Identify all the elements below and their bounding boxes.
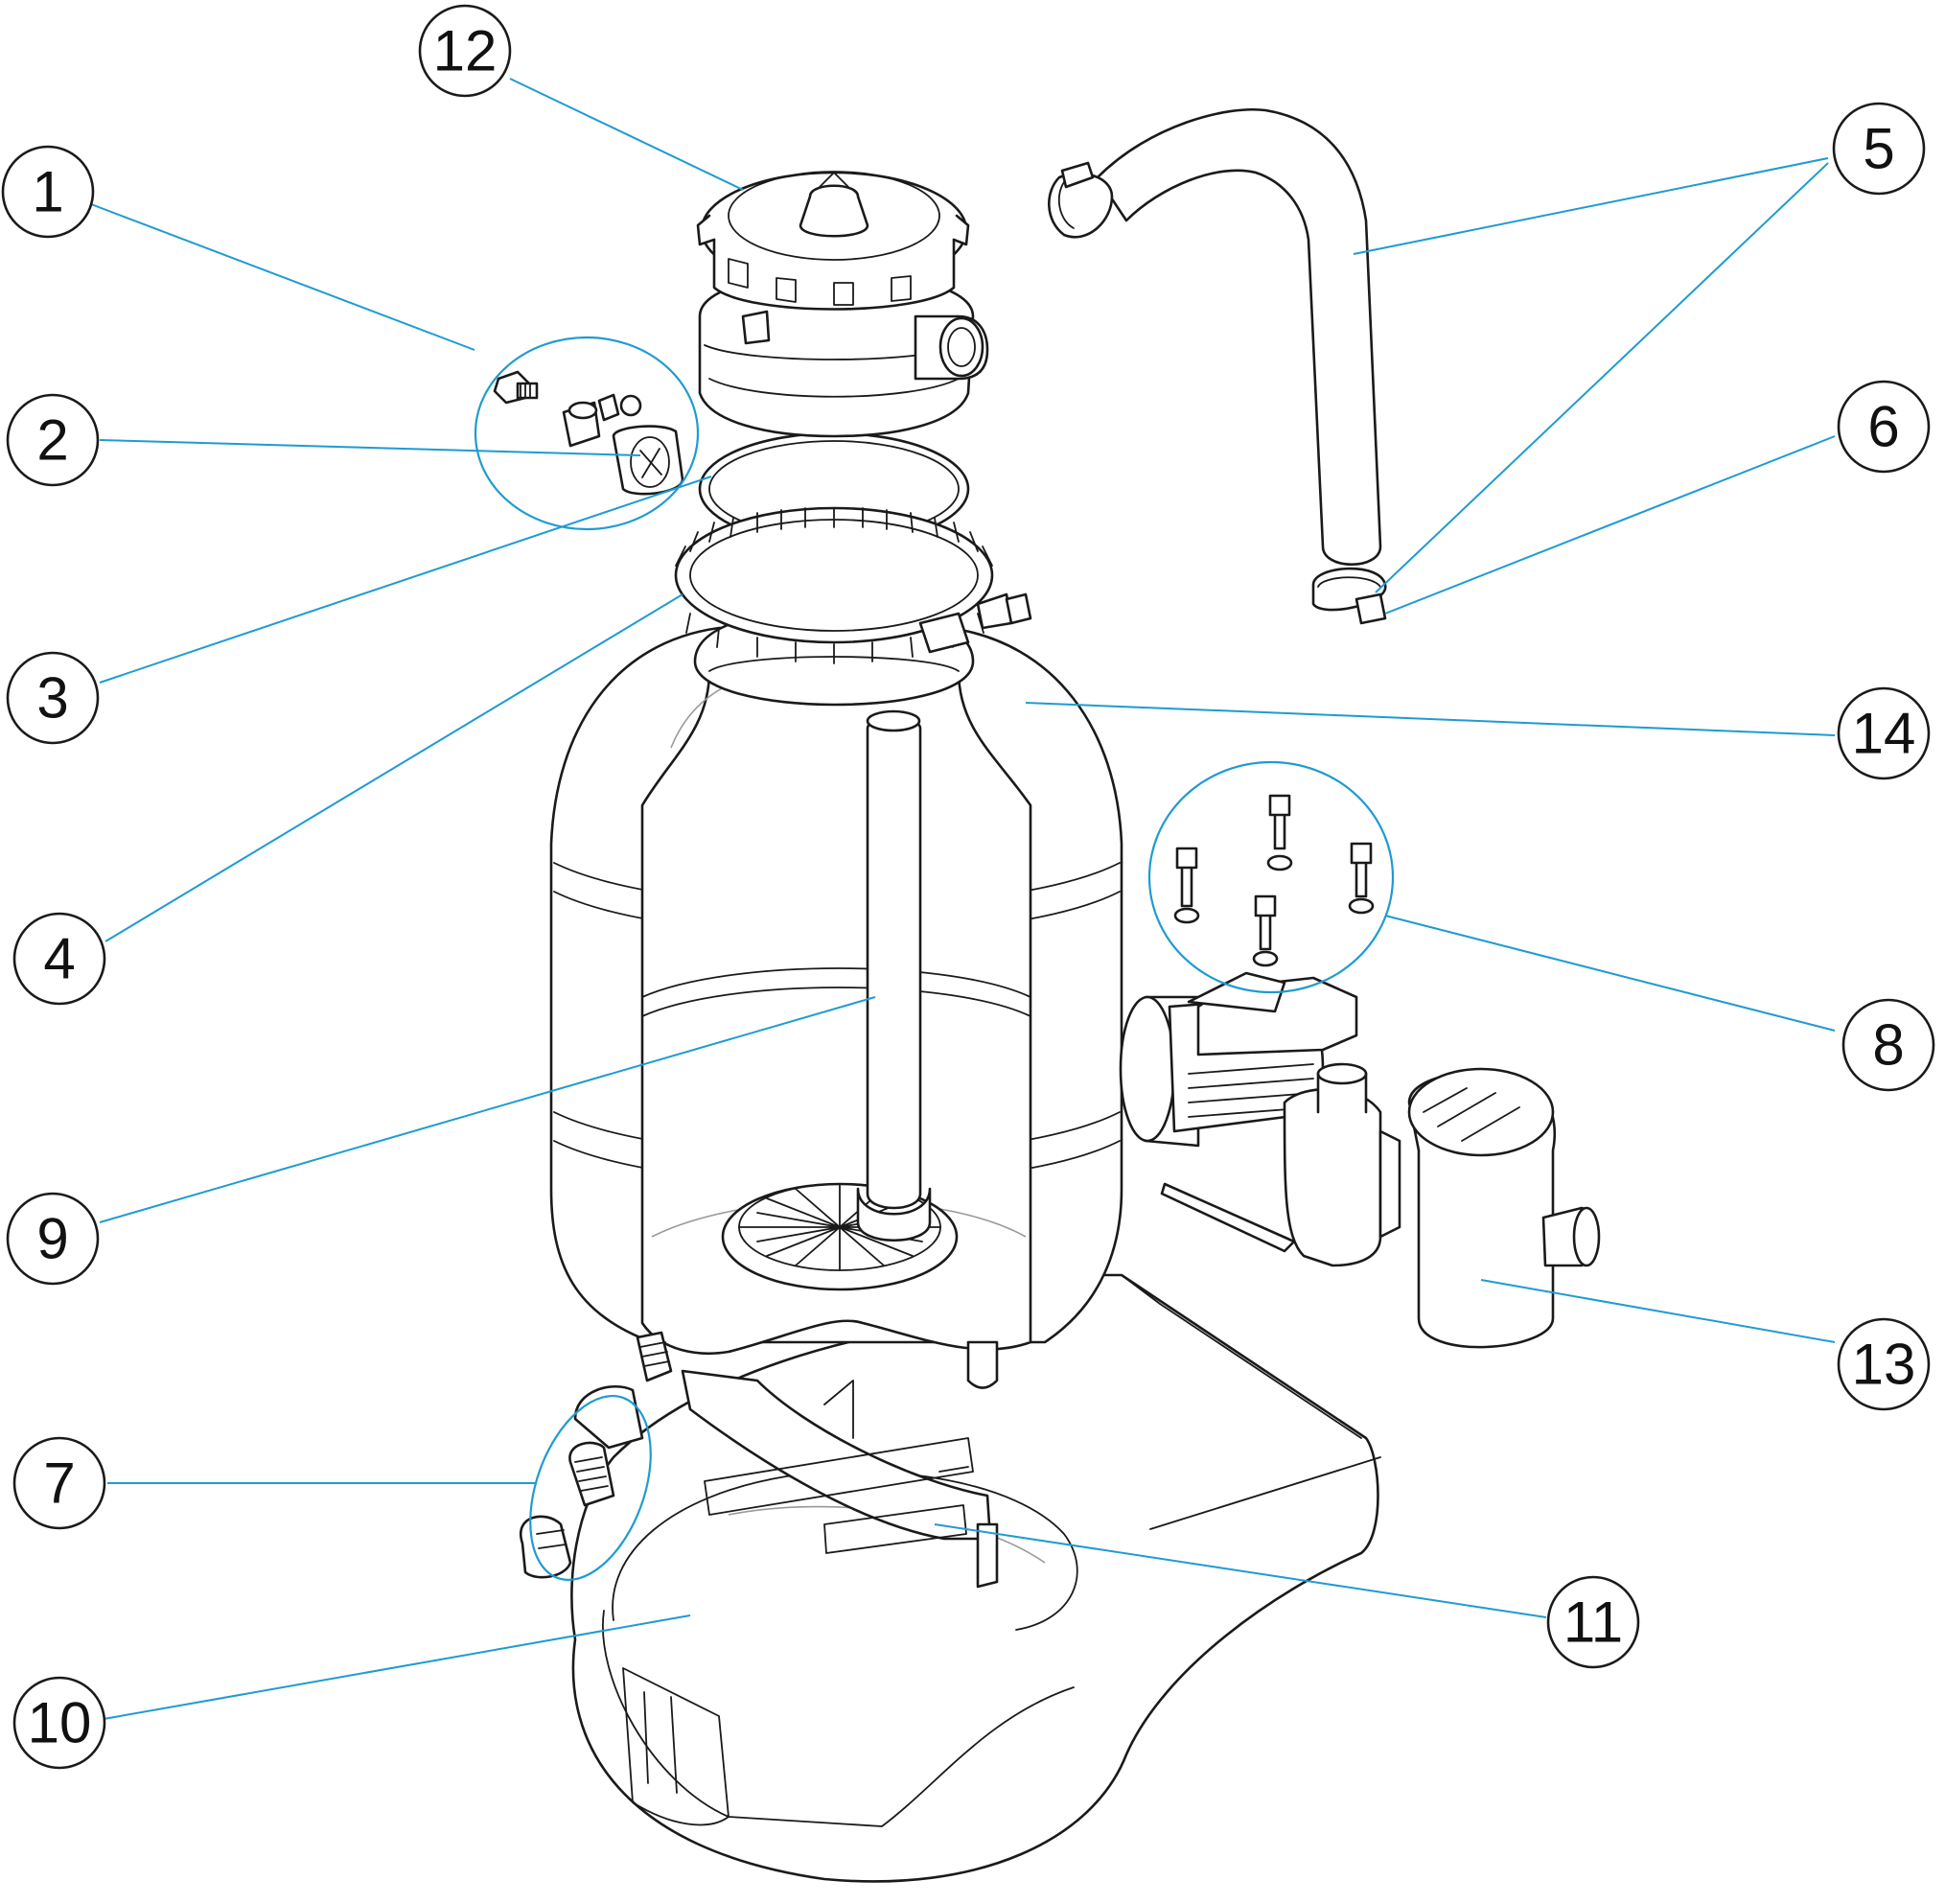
multiport-valve	[696, 171, 989, 438]
leader-12	[509, 78, 744, 191]
leader-8	[1384, 915, 1836, 1032]
svg-text:2: 2	[36, 408, 68, 473]
svg-text:12: 12	[433, 19, 498, 83]
leader-9	[99, 996, 876, 1223]
callout-7: 7	[12, 1436, 106, 1530]
accessory-group-ring	[474, 336, 700, 531]
svg-text:7: 7	[43, 1451, 75, 1516]
svg-text:13: 13	[1852, 1333, 1916, 1397]
callout-10: 10	[12, 1676, 106, 1770]
svg-text:3: 3	[36, 666, 68, 731]
callout-2: 2	[6, 393, 100, 487]
clamp-ring	[674, 506, 1032, 664]
callout-13: 13	[1837, 1317, 1931, 1411]
leader-3	[99, 476, 712, 684]
leader-6	[1384, 435, 1836, 615]
leader-2	[99, 439, 641, 456]
leader-14	[1025, 702, 1836, 736]
leader-10	[103, 1614, 691, 1720]
callout-12: 12	[418, 4, 512, 98]
connection-hose	[1048, 108, 1387, 625]
valve-accessories	[493, 370, 684, 496]
svg-text:14: 14	[1852, 702, 1916, 766]
bolt-group-ring	[1147, 760, 1395, 994]
leader-11	[934, 1523, 1547, 1618]
pump	[1119, 971, 1601, 1349]
drain-group-ring	[529, 1394, 652, 1582]
callout-11: 11	[1546, 1575, 1640, 1669]
svg-text:8: 8	[1872, 1013, 1904, 1078]
callout-5: 5	[1832, 102, 1926, 196]
svg-text:5: 5	[1863, 117, 1894, 181]
base-support-cross	[681, 1369, 999, 1589]
leader-lines	[90, 78, 1836, 1720]
svg-text:10: 10	[28, 1691, 92, 1755]
svg-text:6: 6	[1867, 395, 1899, 459]
filter-tank	[549, 607, 1123, 1389]
callout-4: 4	[12, 912, 106, 1006]
svg-text:9: 9	[36, 1207, 68, 1271]
leader-13	[1480, 1279, 1836, 1343]
svg-text:4: 4	[43, 927, 75, 991]
svg-text:1: 1	[32, 160, 63, 224]
leader-1	[90, 203, 475, 351]
callout-14: 14	[1837, 686, 1931, 780]
callout-9: 9	[6, 1192, 100, 1286]
standpipe-collector	[721, 709, 959, 1291]
pump-bolt-set	[1173, 794, 1375, 967]
leader-4	[104, 593, 683, 942]
callout-8: 8	[1841, 998, 1935, 1092]
leader-5a	[1353, 157, 1829, 255]
leader-5b	[1375, 162, 1829, 593]
callout-6: 6	[1837, 380, 1931, 474]
callout-1: 1	[1, 145, 95, 239]
callout-3: 3	[6, 651, 100, 745]
svg-text:11: 11	[1563, 1591, 1623, 1655]
